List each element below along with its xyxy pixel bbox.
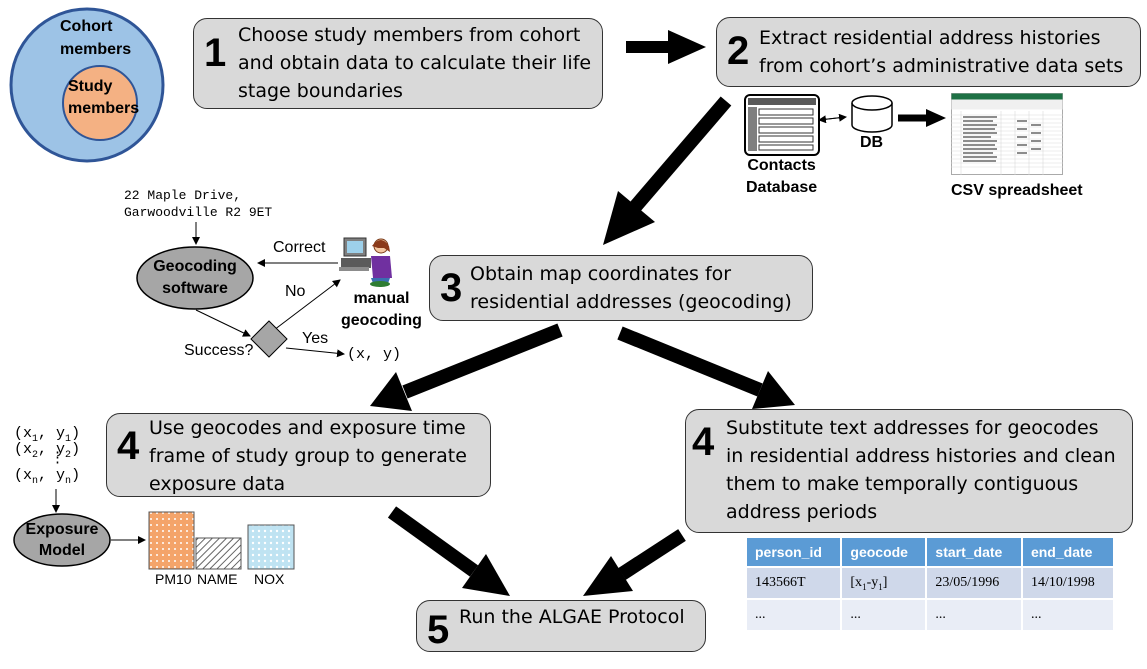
big-arrow-4-to-5-left [387,506,510,596]
step-1-number: 1 [204,31,227,75]
contacts-database-icon [744,94,820,156]
geocoding-software-oval [136,246,254,310]
step-3-number: 3 [440,266,463,310]
exposure-surfaces [148,511,295,570]
pm10-label: PM10 [155,571,192,587]
decision-diamond [250,320,288,358]
big-arrow-3-to-4-left [370,323,563,411]
table-header-geocode: geocode [841,538,928,567]
table-row: ... ... ... ... [747,598,1116,630]
nox-surface [247,524,295,570]
pm10-surface [148,511,195,570]
db-cylinder-icon [851,95,893,133]
coordinate-n: (xn, yn) [14,467,81,487]
software-to-decision-connector [195,309,251,337]
table-cell-ellipsis: ... [926,598,1023,630]
step-1-text: Choose study members from cohort and obt… [238,24,592,102]
table-header-row: person_id geocode start_date end_date [747,538,1116,567]
coordinate-ellipsis: ⋮ [50,450,65,467]
step-3-box: 3 Obtain map coordinates for residential… [429,255,813,321]
step-4-exposure-number: 4 [117,424,140,468]
success-label: Success? [184,342,254,359]
step-2-text: Extract residential address histories fr… [759,27,1124,77]
table-cell-person-id: 143566T [747,566,843,599]
table-header-person-id: person_id [747,538,843,567]
no-connector [273,279,341,331]
venn-inner-circle [62,65,138,141]
contacts-database-label: Contacts Database [746,157,818,196]
nox-label: NOX [254,571,285,587]
db-to-contacts-connector [818,115,847,124]
table-header-start-date: start_date [926,538,1023,567]
table-header-end-date: end_date [1021,538,1116,567]
geocode-output: (x, y) [347,346,402,363]
big-arrow-3-to-4-right [617,326,795,409]
step-2-box: 2 Extract residential address histories … [716,17,1141,87]
geocoding-software-label: Geocoding software [153,258,237,297]
big-arrow-1-to-2 [626,30,706,64]
no-label: No [285,283,306,300]
address-periods-table: person_id geocode start_date end_date 14… [747,538,1116,630]
step-3-text: Obtain map coordinates for residential a… [470,263,792,313]
csv-spreadsheet-icon [951,93,1063,175]
yes-connector [285,347,345,358]
step-4-substitute-text: Substitute text addresses for geocodes i… [726,417,1116,523]
step-2-number: 2 [727,29,750,73]
table-cell-geocode: [x1-y1] [841,566,928,599]
table-row: 143566T [x1-y1] 23/05/1996 14/10/1998 [747,566,1116,599]
table-cell-ellipsis: ... [841,598,928,630]
step-4-substitute-number: 4 [692,420,715,464]
step-5-box: 5 Run the ALGAE Protocol [416,600,706,652]
table-cell-ellipsis: ... [1021,598,1116,630]
name-label: NAME [197,571,238,587]
name-surface [195,537,242,570]
step-1-box: 1 Choose study members from cohort and o… [193,18,603,109]
correct-label: Correct [273,239,326,256]
venn-inner-label: Study members [68,78,140,117]
step-4-exposure-text: Use geocodes and exposure time frame of … [149,417,467,495]
db-label: DB [860,134,884,151]
step-4-substitute-box: 4 Substitute text addresses for geocodes… [685,409,1133,533]
csv-spreadsheet-label: CSV spreadsheet [951,182,1083,199]
big-arrow-4-to-5-right [583,529,686,596]
step-4-exposure-box: 4 Use geocodes and exposure time frame o… [106,413,491,497]
table-cell-start-date: 23/05/1996 [926,566,1023,599]
sample-address: 22 Maple Drive, Garwoodville R2 9ET [124,188,273,220]
step-5-number: 5 [427,608,450,652]
coordinate-2: (x2, y2) [14,441,81,461]
table-cell-ellipsis: ... [747,598,843,630]
manual-geocoding-person-icon [339,237,392,287]
db-to-csv-arrow [898,109,946,127]
step-5-text: Run the ALGAE Protocol [459,606,685,628]
big-arrow-2-to-3 [603,96,732,245]
venn-diagram [9,7,165,163]
coordinate-1: (x1, y1) [14,425,81,445]
venn-outer-label: Cohort members [60,18,132,58]
manual-geocoding-label: manual geocoding [341,290,422,329]
exposure-model-label: Exposure Model [25,521,99,559]
yes-label: Yes [302,330,329,347]
table-cell-end-date: 14/10/1998 [1021,566,1116,599]
exposure-model-oval [13,513,111,567]
